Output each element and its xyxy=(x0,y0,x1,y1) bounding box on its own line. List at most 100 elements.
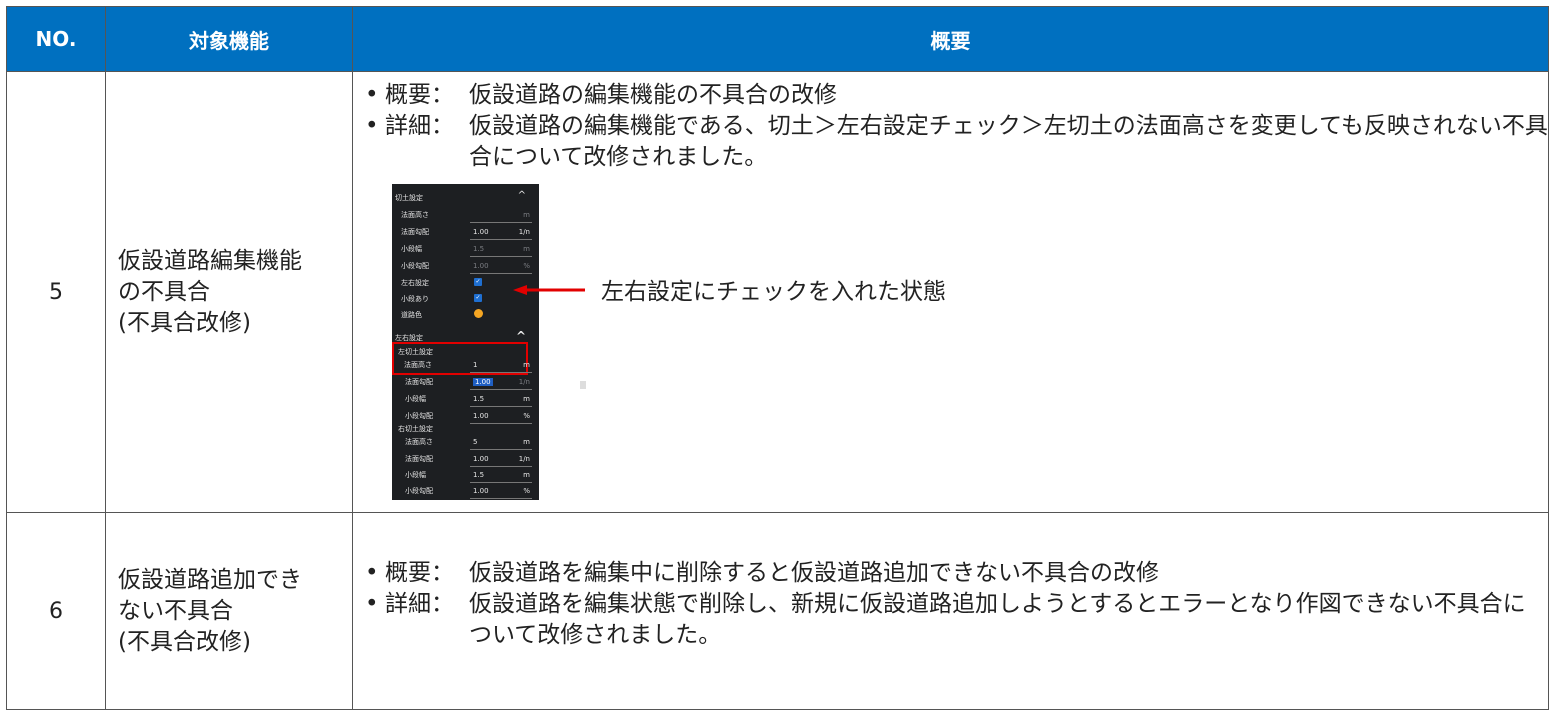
row-label: 道路色 xyxy=(401,311,422,319)
section-title: 切土設定 xyxy=(395,194,423,202)
value-field: 1.00% xyxy=(470,487,532,499)
subsection-title: 右切土設定 xyxy=(398,425,433,433)
unit: 1/n xyxy=(518,455,530,463)
value-field: 1.00 1/n xyxy=(470,378,586,390)
unit: 1/n xyxy=(518,378,530,386)
detail-bullet: 詳細： 仮設道路を編集状態で削除し、新規に仮設道路追加しようとするとエラーとなり… xyxy=(365,589,1548,651)
panel-subheader: 右切土設定 xyxy=(392,421,539,437)
value-selected: 1.00 xyxy=(473,378,493,386)
value: 1.00 xyxy=(473,487,489,495)
unit: m xyxy=(523,211,530,219)
row-label: 法面高さ xyxy=(404,361,432,369)
function-line: 仮設道路追加でき xyxy=(118,566,302,593)
header-no: NO. xyxy=(6,6,106,72)
panel-row: 小段あり ✓ xyxy=(392,290,539,306)
function-line: (不具合改修) xyxy=(118,628,251,655)
target-function: 仮設道路編集機能 の不具合 (不具合改修) xyxy=(105,71,353,513)
highlight-box xyxy=(392,342,528,375)
panel-row: 道路色 xyxy=(392,306,539,322)
bullet-label: 詳細： xyxy=(385,113,454,139)
summary-bullet: 概要： 仮設道路の編集機能の不具合の改修 xyxy=(365,80,1548,111)
unit: % xyxy=(523,412,530,420)
unit: m xyxy=(523,245,530,253)
panel-row: 左右設定 ✓ xyxy=(392,274,539,290)
header-row: NO. 対象機能 概要 xyxy=(6,6,1549,72)
function-line: 仮設道路編集機能 xyxy=(118,247,302,274)
checkbox-checked-icon: ✓ xyxy=(474,278,482,286)
panel-subheader: 左切土設定 xyxy=(392,344,539,360)
unit: m xyxy=(523,438,530,446)
color-swatch-icon xyxy=(474,309,483,318)
row-label: 小段幅 xyxy=(401,245,422,253)
value-field: 1.5 m xyxy=(470,245,532,257)
change-log-table: NO. 対象機能 概要 5 仮設道路編集機能 の不具合 (不具合改修) 概要： … xyxy=(6,6,1549,710)
panel-row: 法面勾配 1.00 1/n xyxy=(392,223,539,240)
row-label: 法面勾配 xyxy=(405,378,433,386)
value: 1.00 xyxy=(473,412,489,420)
panel-row: 小段勾配 1.00% xyxy=(392,482,539,499)
bullet-label: 概要： xyxy=(385,559,454,586)
row-label: 小段幅 xyxy=(405,395,426,403)
target-function: 仮設道路追加でき ない不具合 (不具合改修) xyxy=(105,512,353,710)
row-number: 6 xyxy=(6,512,106,710)
value-field: 1.5 m xyxy=(470,395,532,407)
value: 1.00 xyxy=(473,262,489,270)
row-label: 小段勾配 xyxy=(401,262,429,270)
summary-cell: 概要： 仮設道路の編集機能の不具合の改修 詳細： 仮設道路の編集機能である、切土… xyxy=(352,71,1549,513)
panel-row: 小段幅 1.5 m xyxy=(392,240,539,257)
detail-bullet: 詳細： 仮設道路の編集機能である、切土＞左右設定チェック＞左切土の法面高さを変更… xyxy=(365,111,1548,173)
checkbox-checked-icon: ✓ xyxy=(474,294,482,302)
value: 1.5 xyxy=(473,245,485,253)
panel-section-header: 左右設定 ^ xyxy=(392,328,539,344)
unit: % xyxy=(523,262,530,270)
row-label: 小段勾配 xyxy=(405,487,433,495)
panel-row: 法面勾配 1.00 1/n xyxy=(392,373,586,390)
table-row: 5 仮設道路編集機能 の不具合 (不具合改修) 概要： 仮設道路の編集機能の不具… xyxy=(6,71,1549,513)
panel-row: 法面高さ m xyxy=(392,206,539,223)
spinner-icon xyxy=(580,381,586,389)
row-label: 小段あり xyxy=(401,295,429,303)
function-line: ない不具合 xyxy=(118,597,233,624)
unit: m xyxy=(523,361,530,369)
row-label: 法面勾配 xyxy=(401,228,429,236)
collapse-caret-icon: ^ xyxy=(515,329,526,343)
value: 1.00 xyxy=(473,228,489,236)
row-label: 左右設定 xyxy=(401,279,429,287)
value: 1.5 xyxy=(473,395,485,403)
function-line: の不具合 xyxy=(118,278,210,305)
row-label: 法面勾配 xyxy=(405,455,433,463)
unit: m xyxy=(523,395,530,403)
annotation-text: 左右設定にチェックを入れた状態 xyxy=(601,279,946,305)
summary-list: 概要： 仮設道路の編集機能の不具合の改修 詳細： 仮設道路の編集機能である、切土… xyxy=(353,80,1548,173)
panel-row: 小段幅 1.5 m xyxy=(392,390,539,407)
row-label: 法面高さ xyxy=(401,211,429,219)
collapse-caret-icon: ^ xyxy=(517,190,526,201)
summary-cell: 概要： 仮設道路を編集中に削除すると仮設道路追加できない不具合の改修 詳細： 仮… xyxy=(352,512,1549,710)
arrow-left-icon xyxy=(513,285,585,295)
unit: 1/n xyxy=(518,228,530,236)
value: 1.5 xyxy=(473,471,485,479)
unit: m xyxy=(523,471,530,479)
section-title: 左右設定 xyxy=(395,334,423,342)
panel-row: 小段勾配 1.00% xyxy=(392,407,539,424)
summary-bullet: 概要： 仮設道路を編集中に削除すると仮設道路追加できない不具合の改修 xyxy=(365,558,1548,589)
value-field: 1.00 1/n xyxy=(470,228,532,240)
bullet-label: 詳細： xyxy=(385,590,454,617)
bullet-text: 仮設道路を編集中に削除すると仮設道路追加できない不具合の改修 xyxy=(469,559,1159,586)
panel-row: 小段勾配 1.00% xyxy=(392,257,539,274)
header-summary: 概要 xyxy=(352,6,1549,72)
value-field: 1.00% xyxy=(470,412,532,424)
bullet-text: 仮設道路を編集状態で削除し、新規に仮設道路追加しようとするとエラーとなり作図でき… xyxy=(469,590,1526,648)
value: 1 xyxy=(473,361,478,369)
bullet-label: 概要： xyxy=(385,82,454,108)
value-field: 1.5 m xyxy=(470,471,532,483)
row-label: 小段勾配 xyxy=(405,412,433,420)
settings-panel-screenshot: 切土設定 ^ 法面高さ m 法面勾配 1.00 1/n 小段幅 1.5 m xyxy=(392,184,586,500)
value-field: m xyxy=(470,211,532,223)
row-label: 小段幅 xyxy=(405,471,426,479)
